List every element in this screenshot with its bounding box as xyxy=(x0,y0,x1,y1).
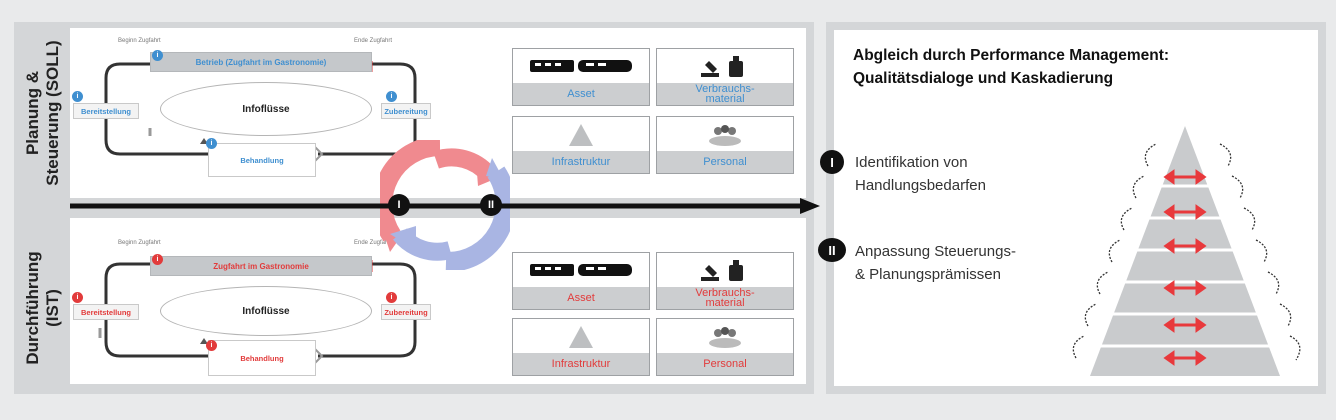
ist-zubereitung-box: Zubereitung xyxy=(381,304,431,320)
track-icon xyxy=(513,319,649,353)
plan-bar-number: i xyxy=(152,50,163,61)
ist-asset-label: Asset xyxy=(513,287,649,309)
ist-infofluss: Infoflüsse xyxy=(160,286,372,336)
plan-end-label: Ende Zugfahrt xyxy=(354,38,393,44)
staff-icon xyxy=(657,117,793,151)
plan-behandlung-box: Behandlung xyxy=(208,143,316,177)
plan-begin-label: Beginn Zugfahrt xyxy=(118,38,161,44)
plan-zubereitung-number: i xyxy=(386,91,397,102)
item2-text: Anpassung Steuerungs-& Planungsprämissen xyxy=(855,243,1016,283)
plan-infrastructure-card: Infrastruktur xyxy=(512,116,650,174)
plan-bereitstellung-box: Bereitstellung xyxy=(73,103,139,119)
ist-material-card: Verbrauchs-material xyxy=(656,252,794,310)
feedback-cycle xyxy=(380,140,510,270)
ist-material-label: Verbrauchs-material xyxy=(657,287,793,309)
item2-bullet: II xyxy=(818,238,846,262)
ist-behandlung-box: Behandlung xyxy=(208,340,316,376)
train-icon xyxy=(513,253,649,287)
cycle-marker-2: II xyxy=(480,194,502,216)
plan-section-label: Planung &Steuerung (SOLL) xyxy=(23,40,62,186)
ist-personnel-label: Personal xyxy=(657,353,793,375)
plan-zubereitung-box: Zubereitung xyxy=(381,103,431,119)
main-axis-arrow xyxy=(70,198,820,214)
tools-icon xyxy=(657,253,793,287)
item1-bullet: I xyxy=(820,150,844,174)
ist-personnel-card: Personal xyxy=(656,318,794,376)
plan-material-label: Verbrauchs-material xyxy=(657,83,793,105)
plan-operation-bar: Betrieb (Zugfahrt im Gastronomie) xyxy=(150,52,372,72)
plan-material-card: Verbrauchs-material xyxy=(656,48,794,106)
ist-infrastructure-label: Infrastruktur xyxy=(513,353,649,375)
ist-zubereitung-number: i xyxy=(386,292,397,303)
plan-infrastructure-label: Infrastruktur xyxy=(513,151,649,173)
cycle-marker-1: I xyxy=(388,194,410,216)
plan-personnel-label: Personal xyxy=(657,151,793,173)
ist-bar-number: i xyxy=(152,254,163,265)
track-icon xyxy=(513,117,649,151)
plan-asset-label: Asset xyxy=(513,83,649,105)
performance-title: Abgleich durch Performance Management: Q… xyxy=(853,47,1170,87)
plan-infofluss: Infoflüsse xyxy=(160,82,372,136)
ist-bereitstellung-number: i xyxy=(72,292,83,303)
plan-personnel-card: Personal xyxy=(656,116,794,174)
plan-asset-card: Asset xyxy=(512,48,650,106)
ist-begin-label: Beginn Zugfahrt xyxy=(118,240,161,246)
ist-operation-bar: Zugfahrt im Gastronomie xyxy=(150,256,372,276)
plan-behandlung-number: i xyxy=(206,138,217,149)
plan-bereitstellung-number: i xyxy=(72,91,83,102)
ist-bereitstellung-box: Bereitstellung xyxy=(73,304,139,320)
ist-section-label: Durchführung(IST) xyxy=(23,251,62,365)
staff-icon xyxy=(657,319,793,353)
train-icon xyxy=(513,49,649,83)
ist-end-label: Ende Zugfahrt xyxy=(354,240,393,246)
cascade-pyramid xyxy=(1072,126,1301,376)
tools-icon xyxy=(657,49,793,83)
ist-behandlung-number: i xyxy=(206,340,217,351)
ist-asset-card: Asset xyxy=(512,252,650,310)
ist-infrastructure-card: Infrastruktur xyxy=(512,318,650,376)
